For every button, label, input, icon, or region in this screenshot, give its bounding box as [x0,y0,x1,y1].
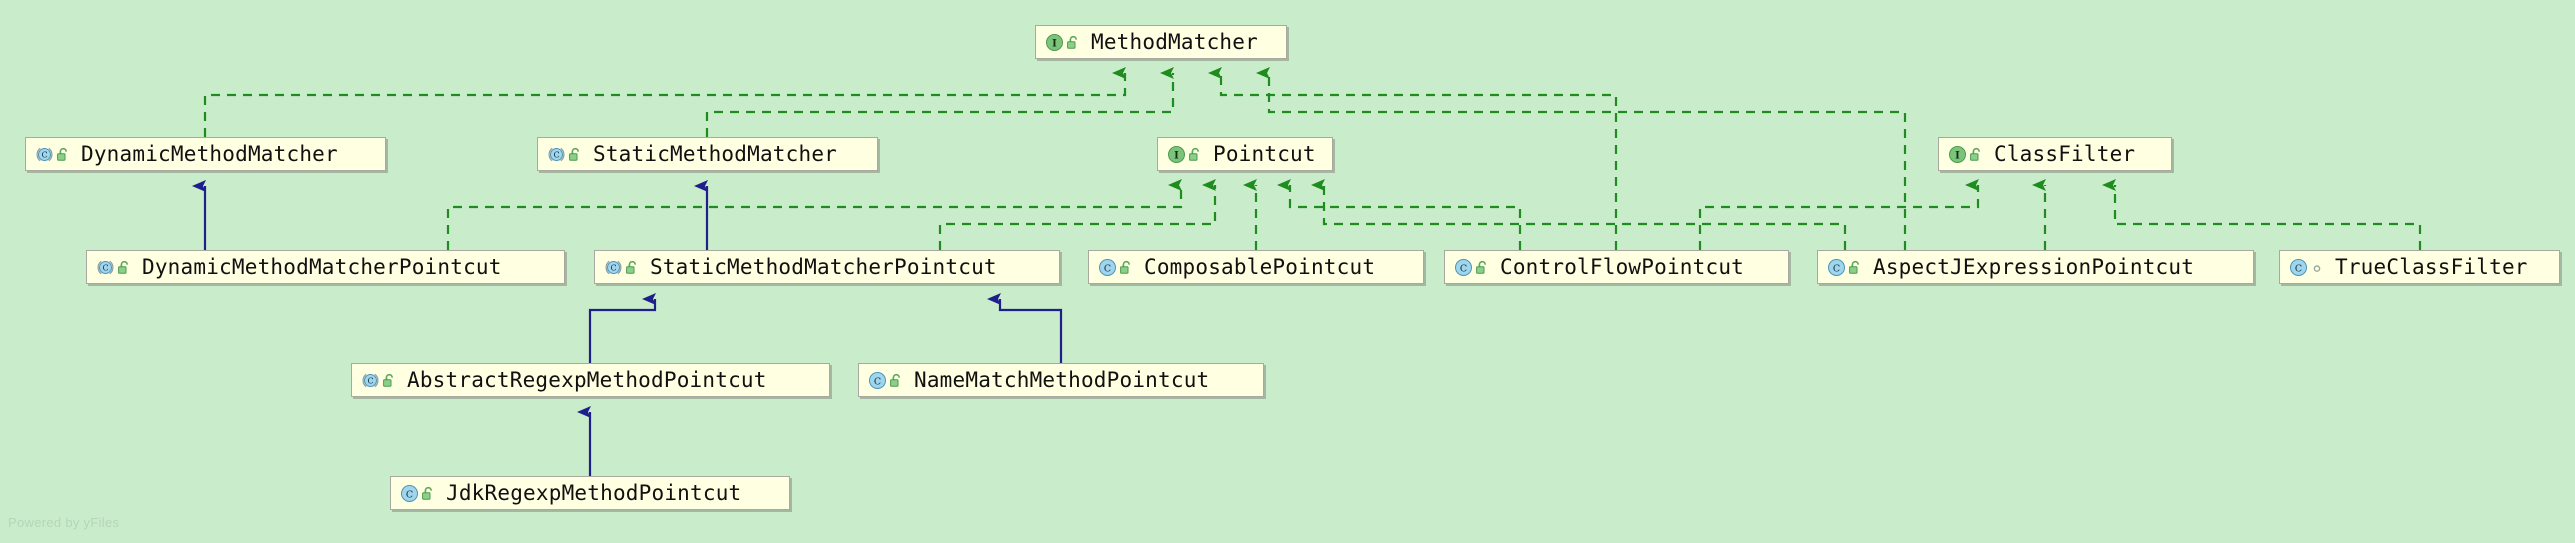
abstract-class-icon: C [36,146,53,163]
node-icon-group: C [605,259,639,276]
abstract-class-icon: C [605,259,622,276]
class-node-label: AbstractRegexpMethodPointcut [407,367,767,392]
edge-dynamicmethodmatcher-methodmatcher [203,67,1127,137]
svg-text:I: I [1052,38,1057,49]
edge-aspectjexpressionpointcut-pointcut [1311,179,1847,250]
class-node-methodmatcher[interactable]: I MethodMatcher [1035,25,1287,59]
svg-text:C: C [41,150,47,159]
svg-text:C: C [1833,263,1840,274]
svg-text:C: C [1460,263,1467,274]
class-icon: C [1455,258,1472,276]
class-node-label: StaticMethodMatcherPointcut [650,254,997,279]
class-node-trueclassfilter[interactable]: C TrueClassFilter [2279,250,2560,284]
lock-public-icon [1845,260,1862,275]
lock-public-icon [1966,147,1983,162]
lock-public-icon [1472,260,1489,275]
package-private-icon [2307,260,2324,275]
class-node-label: DynamicMethodMatcherPointcut [142,254,502,279]
svg-text:C: C [367,376,373,385]
interface-icon: I [1949,145,1966,163]
svg-text:C: C [2295,263,2302,274]
class-node-label: DynamicMethodMatcher [81,141,338,166]
class-node-staticmethodmatcherpointcut[interactable]: C StaticMethodMatcherPointcut [594,250,1060,284]
node-icon-group: C [362,372,396,389]
edge-abstractregexpmethodpointcut-staticmethodmatcherpointcut [588,293,657,363]
abstract-class-icon: C [548,146,565,163]
lock-public-icon [1063,35,1080,50]
node-icon-group: I [1168,145,1202,163]
svg-text:C: C [610,263,616,272]
edge-controlflowpointcut-classfilter [1698,179,1980,250]
class-node-label: NameMatchMethodPointcut [914,367,1210,392]
edge-controlflowpointcut-pointcut [1277,179,1522,250]
edge-staticmethodmatcherpointcut-pointcut [938,179,1217,250]
abstract-class-icon: C [97,259,114,276]
class-node-label: TrueClassFilter [2335,254,2528,279]
lock-public-icon [418,486,435,501]
class-node-composablepointcut[interactable]: C ComposablePointcut [1088,250,1424,284]
svg-text:I: I [1174,150,1179,161]
lock-public-icon [379,373,396,388]
node-icon-group: I [1949,145,1983,163]
class-node-controlflowpointcut[interactable]: C ControlFlowPointcut [1444,250,1789,284]
edge-namematchmethodpointcut-staticmethodmatcherpointcut [987,293,1063,363]
class-node-label: JdkRegexpMethodPointcut [446,480,742,505]
class-node-dynamicmethodmatcher[interactable]: C DynamicMethodMatcher [25,137,386,171]
class-icon: C [1828,258,1845,276]
lock-public-icon [53,147,70,162]
svg-text:C: C [553,150,559,159]
lock-public-icon [114,260,131,275]
interface-icon: I [1046,33,1063,51]
node-icon-group: C [1099,258,1133,276]
node-icon-group: C [869,371,903,389]
abstract-class-icon: C [362,372,379,389]
node-icon-group: C [548,146,582,163]
class-node-abstractregexpmethodpointcut[interactable]: C AbstractRegexpMethodPointcut [351,363,830,397]
class-icon: C [869,371,886,389]
edge-staticmethodmatcher-methodmatcher [705,67,1175,137]
edge-trueclassfilter-classfilter [2102,179,2422,250]
node-icon-group: C [97,259,131,276]
lock-public-icon [622,260,639,275]
svg-text:C: C [406,489,413,500]
node-icon-group: C [36,146,70,163]
interface-icon: I [1168,145,1185,163]
inheritance-edges [192,180,1063,476]
node-icon-group: I [1046,33,1080,51]
svg-text:C: C [874,376,881,387]
class-icon: C [401,484,418,502]
node-icon-group: C [2290,258,2324,276]
class-node-label: StaticMethodMatcher [593,141,838,166]
class-icon: C [2290,258,2307,276]
yfiles-watermark: Powered by yFiles [8,515,120,530]
class-icon: C [1099,258,1116,276]
class-node-label: ComposablePointcut [1144,254,1376,279]
class-node-dynamicmethodmatcherpointcut[interactable]: C DynamicMethodMatcherPointcut [86,250,565,284]
node-icon-group: C [401,484,435,502]
edge-dynamicmethodmatcherpointcut-pointcut [446,179,1183,250]
lock-public-icon [1185,147,1202,162]
class-node-namematchmethodpointcut[interactable]: C NameMatchMethodPointcut [858,363,1264,397]
class-node-jdkregexpmethodpointcut[interactable]: C JdkRegexpMethodPointcut [390,476,790,510]
class-node-pointcut[interactable]: I Pointcut [1157,137,1333,171]
class-node-classfilter[interactable]: I ClassFilter [1938,137,2172,171]
svg-text:C: C [102,263,108,272]
svg-text:I: I [1955,150,1960,161]
lock-public-icon [1116,260,1133,275]
class-node-label: Pointcut [1213,141,1316,166]
class-node-aspectjexpressionpointcut[interactable]: C AspectJExpressionPointcut [1817,250,2254,284]
class-node-label: ControlFlowPointcut [1500,254,1745,279]
svg-text:C: C [1104,263,1111,274]
node-icon-group: C [1455,258,1489,276]
class-node-label: MethodMatcher [1091,29,1258,54]
class-node-label: AspectJExpressionPointcut [1873,254,2195,279]
class-node-staticmethodmatcher[interactable]: C StaticMethodMatcher [537,137,878,171]
lock-public-icon [886,373,903,388]
class-node-label: ClassFilter [1994,141,2136,166]
lock-public-icon [565,147,582,162]
node-icon-group: C [1828,258,1862,276]
edge-aspectjexpressionpointcut-methodmatcher [1256,67,1907,250]
